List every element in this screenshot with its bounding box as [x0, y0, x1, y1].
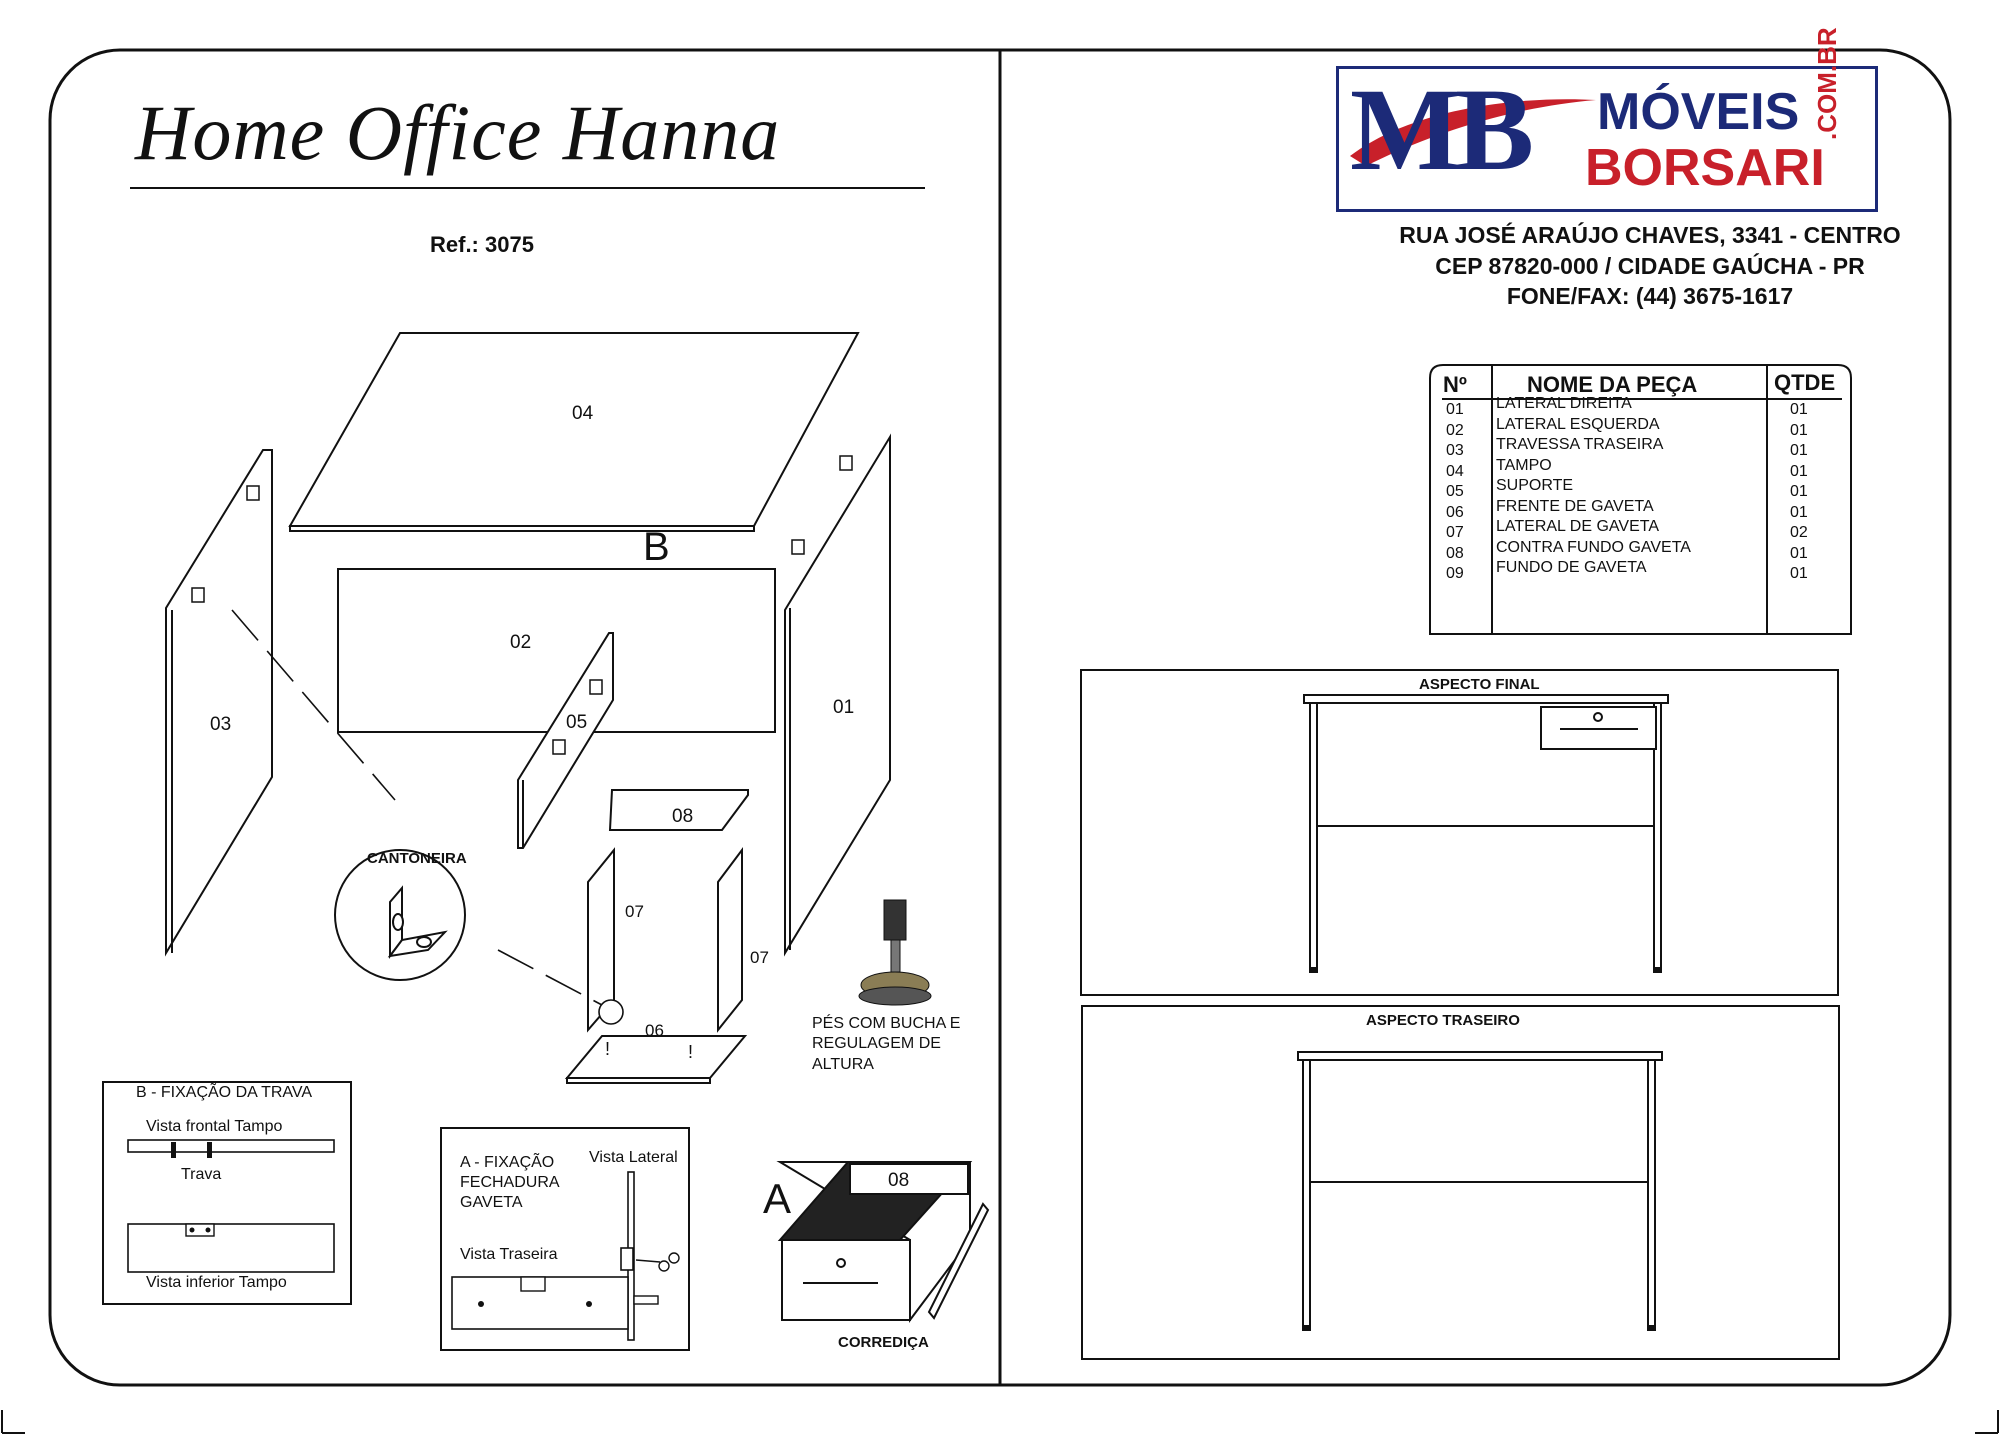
row-quantity: 01 — [1790, 442, 1808, 459]
logo-line1: MÓVEIS — [1597, 83, 1800, 141]
detail-b-front-view-label: Vista frontal Tampo — [146, 1118, 283, 1135]
detail-b-lock-label: Trava — [181, 1166, 222, 1183]
svg-text:!: ! — [688, 1042, 693, 1062]
part-label-08: 08 — [672, 806, 694, 827]
row-quantity: 01 — [1790, 462, 1808, 480]
detail-a-title-line2: FECHADURA — [460, 1174, 560, 1191]
detail-a-box — [440, 1127, 690, 1351]
slide-label: CORREDIÇA — [838, 1334, 929, 1351]
row-number: 03 — [1446, 442, 1464, 459]
logo-mark: MB — [1350, 64, 1534, 195]
detail-marker-b: B — [643, 525, 670, 569]
part-label-05: 05 — [566, 712, 588, 733]
logo-swoosh-icon — [1350, 99, 1596, 166]
table-header-name: NOME DA PEÇA — [1527, 372, 1698, 397]
leveling-foot-icon — [858, 899, 932, 1006]
table-row: 04 TAMPO 01 — [1442, 457, 1842, 483]
feet-label-line1: PÉS COM BUCHA E — [812, 1015, 961, 1032]
final-view-title: ASPECTO FINAL — [1419, 676, 1540, 693]
part-label-06: 06 — [645, 1021, 664, 1040]
row-part-name: FRENTE DE GAVETA — [1496, 497, 1654, 515]
row-number: 09 — [1446, 565, 1464, 582]
rear-view-title: ASPECTO TRASEIRO — [1366, 1012, 1520, 1029]
logo-line2: BORSARI — [1585, 139, 1825, 197]
row-number: 08 — [1446, 544, 1464, 562]
row-number: 04 — [1446, 462, 1464, 480]
feet-label-line2: REGULAGEM DE — [812, 1035, 941, 1052]
part-label-01: 01 — [833, 697, 855, 718]
row-quantity: 01 — [1790, 544, 1808, 562]
document-title: Home Office Hanna — [135, 89, 781, 176]
part-label-07-right: 07 — [750, 948, 769, 967]
detail-a-title-line3: GAVETA — [460, 1194, 523, 1211]
reference-number: Ref.: 3075 — [430, 232, 534, 257]
company-logo — [1336, 66, 1878, 212]
row-part-name: LATERAL ESQUERDA — [1496, 415, 1660, 433]
row-quantity: 02 — [1790, 524, 1808, 541]
table-row: 08 CONTRA FUNDO GAVETA 01 — [1442, 539, 1842, 565]
address-line2: CEP 87820-000 / CIDADE GAÚCHA - PR — [1435, 253, 1865, 279]
row-part-name: FUNDO DE GAVETA — [1496, 559, 1647, 576]
row-part-name: CONTRA FUNDO GAVETA — [1496, 538, 1691, 556]
exploded-assembly-drawing: ! ! — [165, 332, 932, 1084]
bracket-label: CANTONEIRA — [367, 850, 467, 867]
row-quantity: 01 — [1790, 483, 1808, 500]
detail-a-title-line1: A - FIXAÇÃO — [460, 1154, 555, 1171]
row-number: 02 — [1446, 421, 1464, 439]
table-header-qty: QTDE — [1774, 370, 1836, 395]
phone-line: FONE/FAX: (44) 3675-1617 — [1506, 283, 1794, 309]
row-part-name: LATERAL DE GAVETA — [1496, 518, 1660, 535]
table-row: 06 FRENTE DE GAVETA 01 — [1442, 498, 1842, 524]
row-quantity: 01 — [1790, 565, 1808, 582]
row-number: 06 — [1446, 503, 1464, 521]
row-quantity: 01 — [1790, 401, 1808, 418]
row-number: 01 — [1446, 401, 1464, 418]
table-header-number: Nº — [1443, 372, 1467, 397]
address-line1: RUA JOSÉ ARAÚJO CHAVES, 3341 - CENTRO — [1399, 222, 1901, 248]
table-row: 05 SUPORTE 01 — [1442, 477, 1842, 503]
table-row: 02 LATERAL ESQUERDA 01 — [1442, 416, 1842, 442]
detail-a-rear-view-label: Vista Traseira — [460, 1246, 558, 1263]
detail-b-bottom-view-label: Vista inferior Tampo — [146, 1274, 287, 1291]
row-part-name: SUPORTE — [1496, 477, 1574, 494]
svg-text:!: ! — [605, 1039, 610, 1059]
part-label-03: 03 — [210, 714, 232, 735]
table-row: 03 TRAVESSA TRASEIRA 01 — [1442, 436, 1842, 462]
row-quantity: 01 — [1790, 421, 1808, 439]
drawer-part-label-08: 08 — [888, 1170, 910, 1191]
part-label-04: 04 — [572, 403, 594, 424]
row-part-name: TRAVESSA TRASEIRA — [1496, 436, 1664, 453]
row-part-name: TAMPO — [1496, 456, 1552, 474]
detail-marker-a: A — [763, 1175, 792, 1222]
drawer-drawing — [776, 1161, 990, 1323]
table-row: 07 LATERAL DE GAVETA 02 — [1442, 518, 1842, 544]
row-number: 05 — [1446, 483, 1464, 500]
detail-b-box — [102, 1081, 352, 1305]
table-row: 01 LATERAL DIREITA 01 — [1442, 395, 1842, 421]
part-label-07-left: 07 — [625, 902, 644, 921]
detail-a-side-view-label: Vista Lateral — [589, 1149, 678, 1166]
row-part-name: LATERAL DIREITA — [1496, 395, 1632, 412]
feet-label-line3: ALTURA — [812, 1056, 874, 1073]
table-row: 09 FUNDO DE GAVETA 01 — [1442, 559, 1842, 585]
detail-b-title: B - FIXAÇÃO DA TRAVA — [136, 1084, 313, 1101]
part-label-02: 02 — [510, 632, 532, 653]
row-number: 07 — [1446, 524, 1464, 541]
row-quantity: 01 — [1790, 503, 1808, 521]
